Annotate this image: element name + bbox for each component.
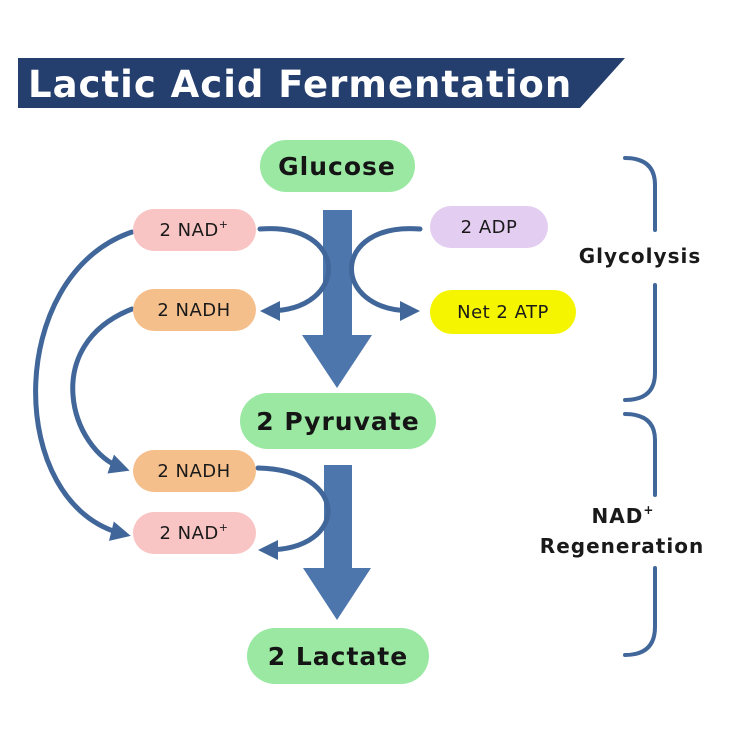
glycolysis-brace-bottom [623, 283, 657, 402]
glucose-node: Glucose [260, 140, 415, 192]
glycolysis-label: Glycolysis [579, 244, 701, 268]
nadh-recycle-inner-arrow [70, 306, 135, 474]
adp-node: 2 ADP [430, 206, 548, 248]
glycolysis-brace [623, 156, 657, 402]
glucose-pill [260, 140, 415, 192]
title-banner-bg [18, 58, 625, 108]
regeneration-brace-bottom [623, 566, 657, 657]
nadh-to-nad-connector [255, 465, 331, 560]
atp-label: Net 2 ATP [457, 302, 549, 323]
adp-label: 2 ADP [461, 217, 518, 238]
page-title: Lactic Acid Fermentation [28, 63, 572, 106]
nad-bottom-pill [133, 512, 256, 554]
nad-bottom-label: 2 NAD+ [159, 521, 228, 544]
nadh-top-label: 2 NADH [157, 300, 230, 321]
connectors [33, 226, 423, 560]
pyruvate-pill [240, 393, 436, 449]
lactate-pill [247, 628, 429, 684]
adp-pill [430, 206, 548, 248]
nad-regeneration-label-line2: Regeneration [540, 534, 704, 558]
atp-pill [430, 290, 576, 334]
regeneration-brace [623, 412, 657, 657]
regeneration-brace-top [623, 412, 657, 497]
nadh-bottom-node: 2 NADH [133, 450, 256, 492]
nad-top-node: 2 NAD+ [133, 209, 256, 251]
glucose-label: Glucose [278, 152, 396, 181]
glycolysis-brace-top [623, 156, 657, 232]
nad-recycle-outer-arrow [33, 229, 135, 541]
nad-bottom-node: 2 NAD+ [133, 512, 256, 554]
atp-node: Net 2 ATP [430, 290, 576, 334]
nad-to-nadh-connector [257, 226, 331, 321]
adp-to-atp-connector [349, 226, 423, 321]
regeneration-down-arrow [303, 465, 371, 620]
nad-top-label: 2 NAD+ [159, 218, 228, 241]
nad-regeneration-label-line1: NAD+ [592, 503, 655, 528]
lactate-node: 2 Lactate [247, 628, 429, 684]
title-banner: Lactic Acid Fermentation [18, 58, 625, 108]
nad-top-pill [133, 209, 256, 251]
pyruvate-label: 2 Pyruvate [256, 407, 419, 436]
pyruvate-node: 2 Pyruvate [240, 393, 436, 449]
nadh-top-node: 2 NADH [133, 289, 256, 331]
nadh-top-pill [133, 289, 256, 331]
nadh-bottom-pill [133, 450, 256, 492]
glycolysis-down-arrow [302, 210, 372, 388]
nadh-bottom-label: 2 NADH [157, 461, 230, 482]
main-flow-arrows [302, 210, 372, 620]
lactate-label: 2 Lactate [268, 642, 408, 671]
